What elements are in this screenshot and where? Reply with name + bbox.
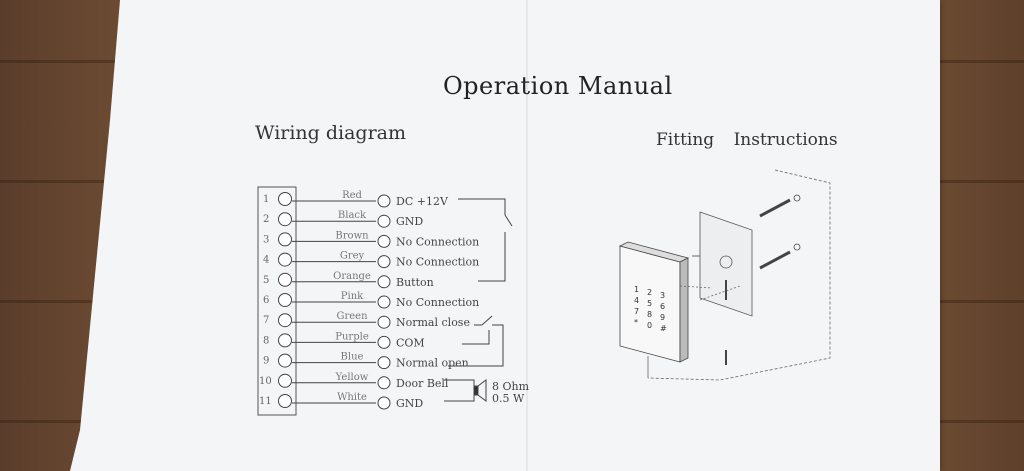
connector-block xyxy=(257,186,297,416)
keypad-key: 2 xyxy=(647,288,652,297)
pin-function-label: No Connection xyxy=(396,296,479,309)
keypad-key: 6 xyxy=(660,302,665,311)
wire-terminal xyxy=(377,396,391,410)
keypad-key: 3 xyxy=(660,291,665,300)
wiring-heading: Wiring diagram xyxy=(255,122,407,144)
pin-number: 1 xyxy=(263,194,269,205)
keypad-key: 9 xyxy=(660,313,665,322)
keypad-key: 1 xyxy=(634,285,639,294)
wire-color-label: Yellow xyxy=(335,372,369,383)
pin-number: 11 xyxy=(259,396,272,407)
pin-number: 3 xyxy=(263,234,269,245)
pin-terminal xyxy=(278,313,292,328)
pin-number: 4 xyxy=(263,255,269,266)
speaker-ohm-label: 8 Ohm xyxy=(492,380,530,393)
wire-color-label: Grey xyxy=(340,251,365,262)
paper-fold xyxy=(526,0,528,471)
wire-terminal xyxy=(377,315,391,329)
fitting-heading: Fitting Instructions xyxy=(656,130,838,150)
wire-terminal xyxy=(377,214,391,228)
wire-terminal xyxy=(377,295,391,309)
fitting-illustration xyxy=(618,169,831,381)
relay-circuit xyxy=(448,315,504,367)
speaker-circuit xyxy=(444,379,487,402)
wire-color-label: Black xyxy=(338,210,367,221)
pin-terminal xyxy=(278,192,292,206)
wire-terminal xyxy=(377,275,391,289)
wire-color-label: Brown xyxy=(335,230,369,241)
pin-terminal xyxy=(278,373,292,388)
pin-function-label: No Connection xyxy=(396,235,479,248)
pin-function-label: Door Bell xyxy=(396,377,449,390)
keypad-key: 0 xyxy=(647,321,652,330)
pin-number: 6 xyxy=(263,295,269,306)
pin-terminal xyxy=(278,333,292,348)
keypad-key: 4 xyxy=(634,296,639,305)
pin-number: 8 xyxy=(263,335,269,346)
wire-terminal xyxy=(377,234,391,248)
keypad-key: * xyxy=(634,318,638,327)
pin-function-label: GND xyxy=(396,397,423,410)
pin-terminal xyxy=(278,212,292,227)
wire-terminal xyxy=(377,356,391,370)
power-button-circuit xyxy=(458,198,513,282)
pin-number: 7 xyxy=(263,315,269,326)
wire-color-label: Orange xyxy=(333,271,371,282)
pin-terminal xyxy=(278,394,292,408)
wire-terminal xyxy=(377,255,391,269)
keypad-key: 8 xyxy=(647,310,652,319)
pin-number: 10 xyxy=(259,376,272,387)
pin-terminal xyxy=(278,232,292,247)
pin-number: 5 xyxy=(263,275,269,286)
pin-function-label: Button xyxy=(396,276,434,289)
wire-color-label: White xyxy=(337,392,367,403)
page-title: Operation Manual xyxy=(443,72,673,100)
wire-color-label: Purple xyxy=(335,331,369,342)
pin-number: 2 xyxy=(263,214,269,225)
pin-function-label: Normal close xyxy=(396,316,470,329)
wire-color-label: Red xyxy=(342,190,362,201)
pin-function-label: Normal open xyxy=(396,357,469,370)
pin-function-label: COM xyxy=(396,336,425,349)
wire-terminal xyxy=(377,376,391,390)
keypad-key: 5 xyxy=(647,299,652,308)
wire-terminal xyxy=(377,335,391,349)
wire-terminal xyxy=(377,194,391,208)
pin-terminal xyxy=(278,293,292,307)
wire-color-label: Green xyxy=(336,311,368,322)
pin-function-label: GND xyxy=(396,215,423,228)
wire-color-label: Blue xyxy=(341,352,364,363)
wire-color-label: Pink xyxy=(341,291,364,302)
pin-number: 9 xyxy=(263,356,269,367)
pin-terminal xyxy=(278,353,292,368)
pin-function-label: No Connection xyxy=(396,256,479,269)
speaker-watt-label: 0.5 W xyxy=(492,392,525,405)
keypad-key: # xyxy=(660,324,667,333)
keypad-key: 7 xyxy=(634,307,639,316)
pin-terminal xyxy=(278,272,292,287)
pin-terminal xyxy=(278,252,292,267)
pin-function-label: DC +12V xyxy=(396,195,449,208)
